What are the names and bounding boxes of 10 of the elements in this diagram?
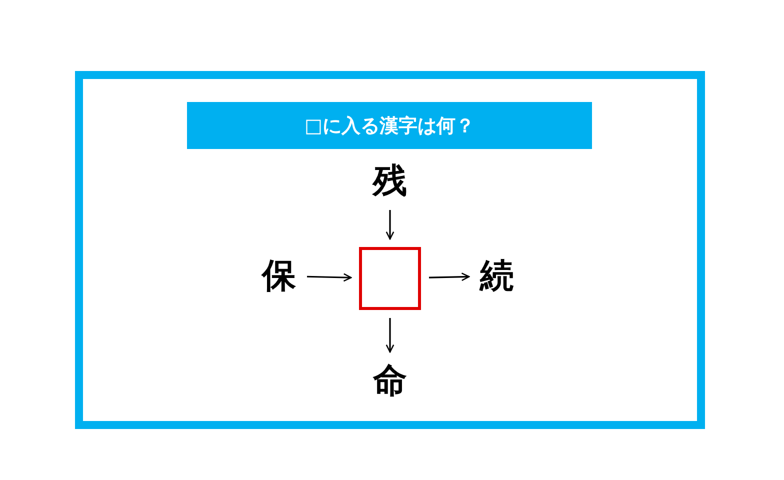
title-banner: □に入る漢字は何？ (187, 102, 592, 149)
kanji-text: 命 (373, 364, 407, 398)
arrow (386, 210, 394, 240)
kanji-text: 続 (480, 259, 514, 293)
arrow (306, 273, 352, 282)
arrow (428, 272, 470, 282)
kanji-text: 保 (262, 259, 296, 293)
arrow (386, 318, 394, 353)
kanji-text: 残 (373, 164, 407, 198)
answer-box (359, 247, 421, 310)
